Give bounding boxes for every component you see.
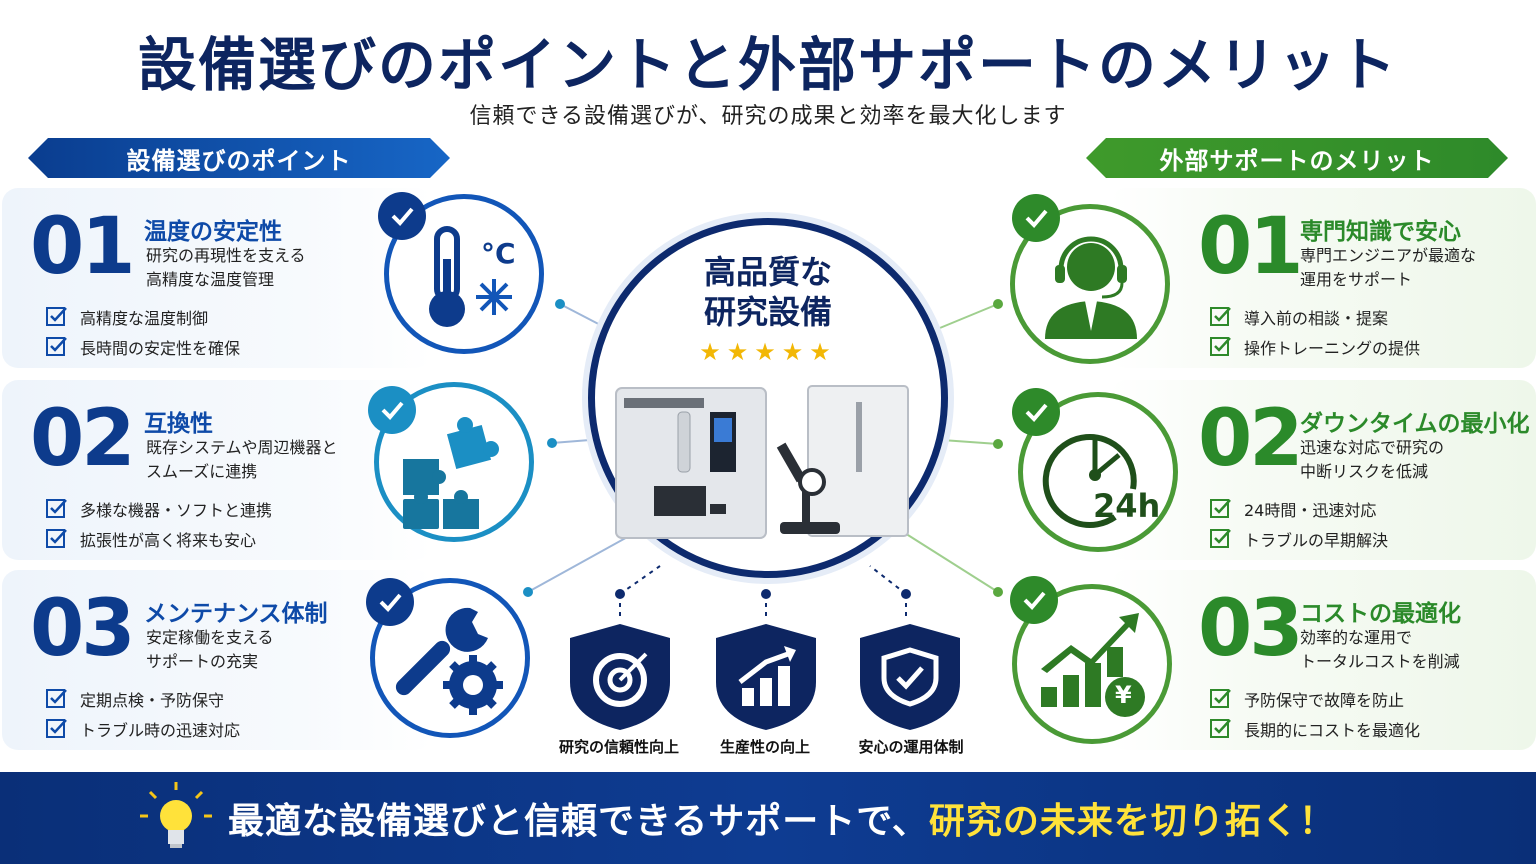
- card-number: 01: [1198, 202, 1304, 292]
- wrench-gear-icon-circle: [370, 578, 530, 738]
- card-desc: 安定稼働を支えるサポートの充実: [146, 628, 274, 671]
- left-section-ribbon: 設備選びのポイント: [28, 138, 450, 178]
- card-number: 02: [30, 394, 136, 484]
- thermometer-icon: [429, 226, 512, 327]
- card-title: メンテナンス体制: [144, 601, 328, 627]
- checklist: 導入前の相談・提案 操作トレーニングの提供: [1210, 302, 1420, 362]
- card-desc: 専門エンジニアが最適な運用をサポート: [1300, 246, 1477, 289]
- cost-chart-icon: [1041, 613, 1145, 717]
- right-card-2: 02 ダウンタイムの最小化 迅速な対応で研究の中断リスクを低減 24時間・迅速対…: [1110, 380, 1536, 560]
- clock-24h-icon: [1042, 433, 1137, 528]
- center-title: 高品質な 研究設備: [703, 253, 832, 331]
- checkbox-icon: [46, 307, 67, 327]
- lightbulb-icon: [140, 782, 212, 848]
- checkbox-icon: [1210, 689, 1231, 709]
- checkbox-icon: [46, 529, 67, 549]
- checkbox-icon: [46, 719, 67, 739]
- footer-message: 最適な設備選びと信頼できるサポートで、研究の未来を切り拓く！: [228, 801, 1336, 842]
- puzzle-icon: [403, 417, 499, 529]
- target-icon: [570, 624, 670, 730]
- checkbox-icon: [46, 337, 67, 357]
- page-title: 設備選びのポイントと外部サポートのメリット: [137, 31, 1398, 99]
- card-number: 02: [1198, 394, 1304, 484]
- checkbox-icon: [46, 499, 67, 519]
- card-title: 互換性: [144, 411, 213, 437]
- left-card-3: 03 メンテナンス体制 安定稼働を支えるサポートの充実 定期点検・予防保守 トラ…: [2, 570, 432, 750]
- left-card-2: 02 互換性 既存システムや周辺機器とスムーズに連携 多様な機器・ソフトと連携 …: [2, 380, 432, 560]
- checklist: 多様な機器・ソフトと連携 拡張性が高く将来も安心: [46, 494, 272, 554]
- shield-check-icon: [860, 624, 960, 730]
- card-title: ダウンタイムの最小化: [1300, 411, 1530, 437]
- card-desc: 迅速な対応で研究の中断リスクを低減: [1300, 438, 1445, 481]
- rating-stars: ★★★★★: [699, 338, 837, 366]
- shield-label-reliability: 研究の信頼性向上: [558, 738, 679, 756]
- card-desc: 効率的な運用でトータルコストを削減: [1300, 628, 1460, 671]
- card-number: 03: [1198, 584, 1304, 674]
- left-card-1: 01 温度の安定性 研究の再現性を支える高精度な温度管理 高精度な温度制御 長時…: [2, 188, 432, 368]
- wrench-gear-icon: [395, 607, 503, 715]
- support-agent-icon: [1045, 236, 1137, 339]
- right-card-1: 01 専門知識で安心 専門エンジニアが最適な運用をサポート 導入前の相談・提案 …: [1110, 188, 1536, 368]
- checklist: 予防保守で故障を防止 長期的にコストを最適化: [1210, 684, 1420, 744]
- card-title: 温度の安定性: [144, 219, 282, 245]
- checkbox-icon: [1210, 337, 1231, 357]
- check-badge-icon: [368, 386, 416, 434]
- celsius-label: °C: [481, 237, 516, 270]
- check-badge-icon: [366, 578, 414, 626]
- check-badge-icon: [1010, 576, 1058, 624]
- check-badge-icon: [1012, 388, 1060, 436]
- page-subtitle: 信頼できる設備選びが、研究の成果と効率を最大化します: [469, 104, 1067, 129]
- card-title: コストの最適化: [1300, 601, 1461, 627]
- checkbox-icon: [1210, 499, 1231, 519]
- lab-equipment-icon: [615, 385, 909, 539]
- right-section-ribbon: 外部サポートのメリット: [1086, 138, 1508, 178]
- support-agent-icon-circle: [1010, 204, 1170, 364]
- card-desc: 研究の再現性を支える高精度な温度管理: [146, 246, 306, 289]
- checkbox-icon: [1210, 529, 1231, 549]
- checkbox-icon: [1210, 719, 1231, 739]
- checkbox-icon: [46, 689, 67, 709]
- shield-label-operation: 安心の運用体制: [858, 738, 964, 756]
- yen-symbol: ¥: [1115, 681, 1132, 709]
- card-title: 専門知識で安心: [1300, 219, 1461, 245]
- checkbox-icon: [1210, 307, 1231, 327]
- checklist: 定期点検・予防保守 トラブル時の迅速対応: [46, 684, 240, 744]
- growth-chart-icon: [716, 624, 816, 730]
- shield-label-productivity: 生産性の向上: [719, 738, 810, 756]
- checklist: 高精度な温度制御 長時間の安定性を確保: [46, 302, 240, 362]
- card-number: 03: [30, 584, 136, 674]
- right-card-3: 03 コストの最適化 効率的な運用でトータルコストを削減 予防保守で故障を防止 …: [1110, 570, 1536, 750]
- check-badge-icon: [1012, 194, 1060, 242]
- check-badge-icon: [378, 192, 426, 240]
- 24h-label: 24h: [1093, 487, 1161, 525]
- footer-banner: 最適な設備選びと信頼できるサポートで、研究の未来を切り拓く！: [0, 772, 1536, 864]
- card-desc: 既存システムや周辺機器とスムーズに連携: [146, 438, 338, 481]
- checklist: 24時間・迅速対応 トラブルの早期解決: [1210, 494, 1388, 554]
- card-number: 01: [30, 202, 136, 292]
